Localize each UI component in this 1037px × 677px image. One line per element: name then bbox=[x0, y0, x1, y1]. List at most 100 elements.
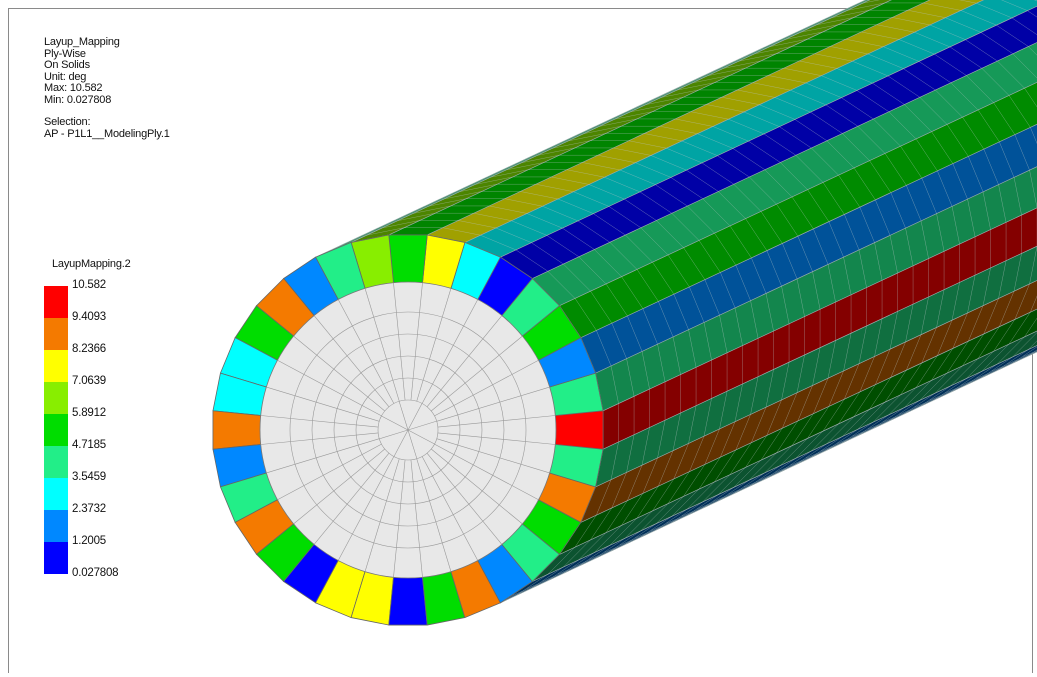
mesh-line bbox=[650, 515, 687, 531]
mesh-line bbox=[377, 213, 414, 229]
mesh-line bbox=[763, 133, 796, 156]
mesh-line bbox=[905, 228, 914, 266]
mesh-line bbox=[743, 472, 780, 488]
result-location: On Solids bbox=[44, 59, 90, 71]
mesh-line bbox=[821, 75, 857, 91]
mesh-line bbox=[929, 385, 966, 401]
mesh-line bbox=[702, 198, 731, 227]
mesh-line bbox=[610, 441, 619, 480]
mesh-line bbox=[578, 532, 607, 560]
legend-value: 5.8912 bbox=[72, 407, 106, 419]
face-ring-segment bbox=[388, 576, 428, 626]
mesh-line bbox=[889, 235, 898, 274]
mesh-line bbox=[658, 450, 674, 487]
mesh-line bbox=[825, 104, 858, 127]
mesh-line bbox=[627, 465, 643, 501]
mesh-line bbox=[597, 154, 636, 163]
mesh-line bbox=[437, 415, 556, 428]
mesh-line bbox=[844, 214, 860, 250]
mesh-line bbox=[743, 111, 780, 127]
mesh-line bbox=[749, 452, 777, 481]
mesh-line bbox=[416, 458, 452, 572]
mesh-line bbox=[608, 206, 641, 228]
mesh-line bbox=[965, 39, 998, 62]
mesh-line bbox=[858, 249, 867, 288]
mesh-line bbox=[346, 227, 383, 243]
mesh-line bbox=[811, 423, 839, 452]
mesh-line bbox=[841, 421, 874, 444]
mesh-line bbox=[277, 359, 382, 417]
mesh-line bbox=[796, 354, 805, 393]
mesh-line bbox=[521, 154, 560, 163]
mesh-line bbox=[874, 242, 883, 281]
mesh-line bbox=[655, 184, 688, 207]
mesh-line bbox=[546, 559, 579, 582]
mesh-line bbox=[698, 457, 721, 490]
mesh-line bbox=[548, 133, 584, 149]
mesh-line bbox=[780, 438, 808, 466]
mesh-line bbox=[791, 413, 814, 446]
mesh-line bbox=[582, 162, 620, 171]
mesh-line bbox=[515, 574, 548, 596]
mesh-line bbox=[667, 471, 690, 504]
mesh-line bbox=[605, 500, 628, 533]
mesh-line bbox=[608, 530, 641, 553]
mesh-line bbox=[568, 133, 606, 142]
mesh-line bbox=[526, 213, 563, 229]
result-name: Layup_Mapping bbox=[44, 36, 120, 48]
mesh-line bbox=[520, 191, 558, 200]
mesh-line bbox=[842, 409, 870, 437]
mesh-line bbox=[593, 537, 626, 560]
mesh-line bbox=[794, 443, 827, 466]
mesh-line bbox=[996, 24, 1029, 47]
legend-swatch bbox=[44, 478, 68, 510]
mesh-line bbox=[967, 275, 976, 313]
mesh-line bbox=[858, 0, 867, 4]
mesh-line bbox=[1028, 340, 1037, 350]
mesh-line bbox=[486, 162, 522, 178]
mesh-line bbox=[718, 191, 746, 219]
legend-swatch bbox=[44, 542, 68, 574]
legend-swatch bbox=[44, 318, 68, 350]
mesh-line bbox=[650, 155, 687, 171]
legend-swatch bbox=[44, 414, 68, 446]
mesh-line bbox=[436, 386, 550, 422]
mesh-line bbox=[641, 427, 650, 466]
mesh-line bbox=[636, 269, 659, 302]
mesh-line bbox=[532, 140, 569, 156]
mesh-line bbox=[511, 580, 547, 597]
result-mode: Ply-Wise bbox=[44, 47, 86, 60]
mesh-line bbox=[702, 474, 731, 502]
mesh-line bbox=[890, 341, 906, 378]
mesh-line bbox=[982, 191, 991, 230]
mesh-line bbox=[688, 405, 697, 444]
mesh-line bbox=[676, 82, 715, 91]
face-ring-segment bbox=[212, 410, 262, 450]
mesh-line bbox=[661, 89, 699, 98]
mesh-line bbox=[999, 291, 1015, 327]
mesh-line bbox=[962, 333, 985, 366]
legend-value: 10.582 bbox=[72, 279, 106, 291]
mesh-line bbox=[552, 140, 591, 149]
mesh-line bbox=[826, 140, 855, 169]
mesh-line bbox=[574, 515, 597, 548]
mesh-line bbox=[642, 457, 658, 494]
mesh-line bbox=[672, 336, 681, 375]
mesh-line bbox=[781, 286, 790, 324]
mesh-line bbox=[968, 156, 984, 192]
mesh-line bbox=[501, 155, 538, 171]
mesh-line bbox=[993, 319, 1016, 352]
mesh-line bbox=[666, 508, 702, 524]
mesh-line bbox=[858, 325, 867, 364]
mesh-line bbox=[796, 17, 832, 33]
mesh-line bbox=[983, 298, 999, 334]
mesh-line bbox=[717, 479, 750, 502]
mesh-line bbox=[728, 118, 764, 135]
mesh-line bbox=[364, 288, 400, 402]
legend-swatch bbox=[44, 286, 68, 318]
mesh-line bbox=[857, 401, 886, 430]
mesh-line bbox=[655, 508, 688, 531]
mesh-line bbox=[557, 198, 594, 214]
legend-title: LayupMapping.2 bbox=[52, 258, 131, 270]
